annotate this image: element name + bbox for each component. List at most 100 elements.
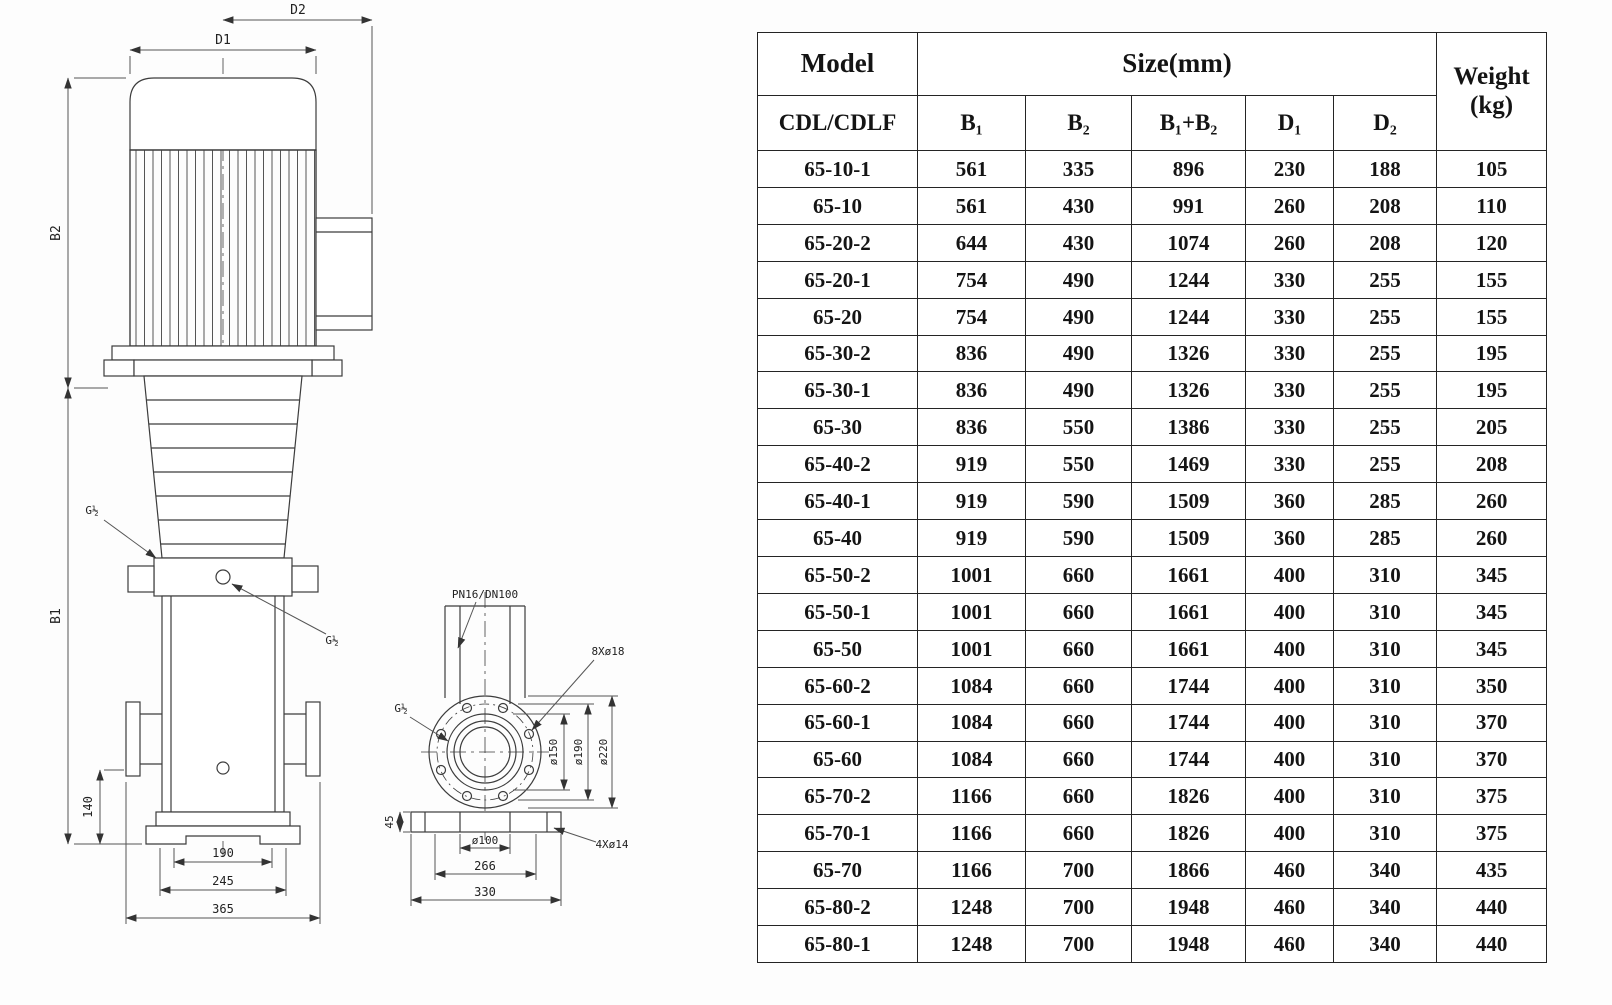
cell-value: 1326 xyxy=(1131,334,1246,373)
cell-value: 1744 xyxy=(1131,703,1246,742)
dia-220-label: ø220 xyxy=(597,739,610,766)
cell-value: 1166 xyxy=(917,777,1026,816)
pump-base xyxy=(145,811,301,845)
cell-value: 836 xyxy=(917,371,1026,410)
flange-spec-label: PN16/DN100 xyxy=(452,588,518,601)
dim-45-label: 45 xyxy=(383,815,396,828)
cell-value: 1001 xyxy=(917,592,1026,631)
flange-view-labels: PN16/DN100 8Xø18 G½ ø150 ø190 ø220 45 ø1… xyxy=(383,588,629,899)
cell-value: 310 xyxy=(1332,777,1438,816)
cell-value: 260 xyxy=(1245,186,1334,225)
pump-head xyxy=(127,557,319,597)
cell-model: 65-30 xyxy=(757,408,918,447)
cell-value: 340 xyxy=(1332,925,1438,963)
cell-value: 590 xyxy=(1025,519,1132,557)
cell-value: 310 xyxy=(1332,740,1438,779)
cell-value: 360 xyxy=(1245,519,1334,557)
cell-value: 440 xyxy=(1436,925,1548,963)
cell-value: 1248 xyxy=(917,888,1026,927)
cell-value: 1509 xyxy=(1131,482,1246,521)
cell-value: 155 xyxy=(1436,297,1548,336)
cell-value: 660 xyxy=(1025,592,1132,631)
cell-model: 65-60-1 xyxy=(757,703,918,742)
col-subheader-b2: B₂ xyxy=(1025,95,1132,151)
cell-value: 285 xyxy=(1332,519,1438,557)
motor-flange xyxy=(103,345,343,377)
cell-value: 660 xyxy=(1025,777,1132,816)
cell-value: 1001 xyxy=(917,629,1026,668)
cell-value: 1001 xyxy=(917,555,1026,594)
dia-100-label: ø100 xyxy=(472,834,499,847)
flange-view xyxy=(410,592,562,842)
cell-value: 644 xyxy=(917,223,1026,262)
cell-value: 310 xyxy=(1332,592,1438,631)
cell-value: 188 xyxy=(1332,150,1438,188)
cell-value: 700 xyxy=(1025,851,1132,890)
cell-model: 65-50-1 xyxy=(757,592,918,631)
cell-value: 1826 xyxy=(1131,777,1246,816)
cell-model: 65-50-2 xyxy=(757,555,918,594)
pump-drawing-svg: D2 D1 B2 B1 140 190 245 365 G½ G½ xyxy=(49,3,629,924)
cell-value: 1826 xyxy=(1131,814,1246,853)
cell-value: 1661 xyxy=(1131,555,1246,594)
cell-value: 260 xyxy=(1436,482,1548,521)
cell-value: 430 xyxy=(1025,186,1132,225)
cell-value: 561 xyxy=(917,150,1026,188)
base-holes-label: 4Xø14 xyxy=(595,838,628,851)
cell-value: 1866 xyxy=(1131,851,1246,890)
cell-value: 330 xyxy=(1245,408,1334,447)
cell-value: 1166 xyxy=(917,814,1026,853)
cell-value: 208 xyxy=(1436,445,1548,484)
cell-value: 375 xyxy=(1436,814,1548,853)
cell-value: 400 xyxy=(1245,592,1334,631)
cell-value: 1244 xyxy=(1131,260,1246,299)
cell-value: 260 xyxy=(1436,519,1548,557)
dim-d1-label: D1 xyxy=(215,33,231,48)
col-header-weight: Weight (kg) xyxy=(1436,32,1548,151)
cell-model: 65-20-2 xyxy=(757,223,918,262)
dim-190-label: 190 xyxy=(212,846,234,860)
cell-value: 550 xyxy=(1025,445,1132,484)
cell-model: 65-50 xyxy=(757,629,918,668)
front-view-labels: D2 D1 B2 B1 140 190 245 365 G½ G½ xyxy=(49,3,339,916)
cell-value: 255 xyxy=(1332,260,1438,299)
front-view-dimensions xyxy=(64,16,373,924)
cell-model: 65-20-1 xyxy=(757,260,918,299)
cell-value: 345 xyxy=(1436,555,1548,594)
flange-circles xyxy=(421,695,549,809)
cell-value: 105 xyxy=(1436,150,1548,188)
cell-value: 1744 xyxy=(1131,740,1246,779)
cell-value: 255 xyxy=(1332,334,1438,373)
cell-value: 660 xyxy=(1025,814,1132,853)
cell-value: 330 xyxy=(1245,260,1334,299)
cell-value: 490 xyxy=(1025,334,1132,373)
cell-model: 65-10 xyxy=(757,186,918,225)
base-plate xyxy=(410,811,562,833)
flange-view-dimensions xyxy=(396,601,618,906)
cell-value: 660 xyxy=(1025,666,1132,705)
cell-value: 400 xyxy=(1245,629,1334,668)
cell-model: 65-60-2 xyxy=(757,666,918,705)
cell-value: 400 xyxy=(1245,666,1334,705)
cell-value: 660 xyxy=(1025,629,1132,668)
col-subheader-d2: D₂ xyxy=(1332,95,1438,151)
cell-value: 370 xyxy=(1436,703,1548,742)
cell-value: 991 xyxy=(1131,186,1246,225)
cell-value: 400 xyxy=(1245,740,1334,779)
cell-value: 345 xyxy=(1436,629,1548,668)
cell-value: 435 xyxy=(1436,851,1548,890)
cell-model: 65-40-2 xyxy=(757,445,918,484)
pump-barrel xyxy=(161,595,285,813)
